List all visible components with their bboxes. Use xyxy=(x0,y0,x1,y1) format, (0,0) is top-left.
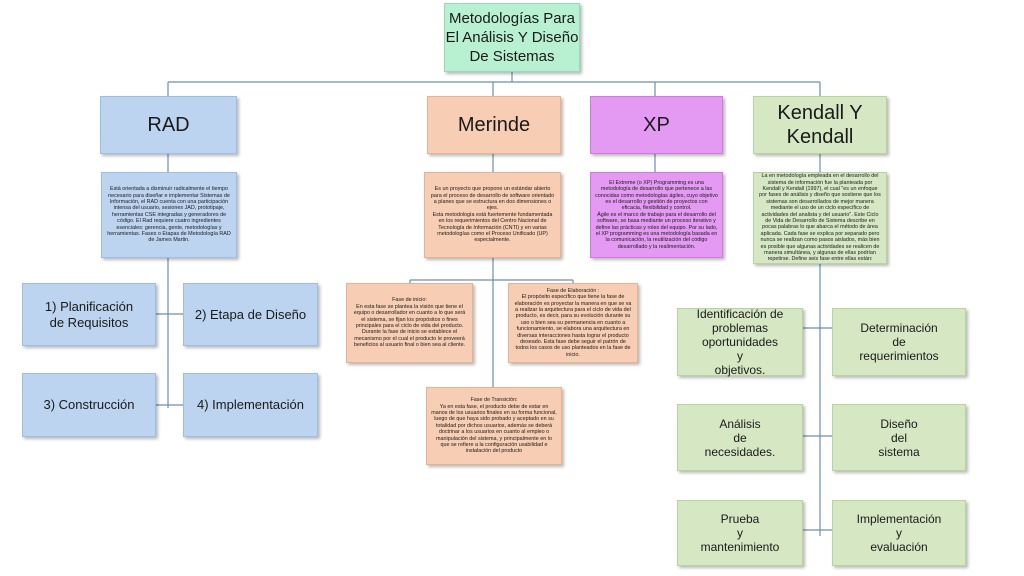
xp-header-box: XP xyxy=(590,96,723,154)
rad-phase-2: 2) Etapa de Diseño xyxy=(183,283,318,346)
kendall-header-box: Kendall Y Kendall xyxy=(753,96,887,154)
merinde-header-box: Merinde xyxy=(427,96,561,154)
kendall-description: La en metodología empleada en el desarro… xyxy=(753,172,887,264)
merinde-phase-inicio: Fase de inicio: En esta fase se plantea … xyxy=(346,283,473,363)
connector-kendall-phases xyxy=(803,264,832,536)
kendall-phase-5: Prueba y mantenimiento xyxy=(677,500,803,566)
kendall-phase-6: Implementación y evaluación xyxy=(832,500,966,566)
rad-phase-3: 3) Construcción xyxy=(22,373,156,437)
rad-phase-4: 4) Implementación xyxy=(183,373,318,437)
rad-header-box: RAD xyxy=(100,96,237,154)
connector-rad-phases xyxy=(156,258,183,408)
merinde-phase-elaboracion: Fase de Elaboración : El propósito espec… xyxy=(508,283,638,363)
merinde-description: Es un proyecto que propone un estándar a… xyxy=(424,172,561,258)
kendall-phase-3: Análisis de necesidades. xyxy=(677,404,803,471)
rad-description: Está orientada a disminuir radicalmente … xyxy=(101,172,237,258)
connector-merinde-phases xyxy=(409,258,574,387)
kendall-phase-2: Determinación de requerimientos xyxy=(832,308,966,376)
rad-phase-1: 1) Planificación de Requisitos xyxy=(22,283,156,346)
kendall-phase-4: Diseño del sistema xyxy=(832,404,966,471)
xp-description: El Extreme (o XP) Programming es una met… xyxy=(590,172,723,258)
root-title-box: Metodologías Para El Análisis Y Diseño D… xyxy=(444,3,580,72)
merinde-phase-transicion: Fase de Transición: Ya en esta fase, el … xyxy=(426,387,562,465)
kendall-phase-1: Identificación de problemas oportunidade… xyxy=(677,307,803,377)
